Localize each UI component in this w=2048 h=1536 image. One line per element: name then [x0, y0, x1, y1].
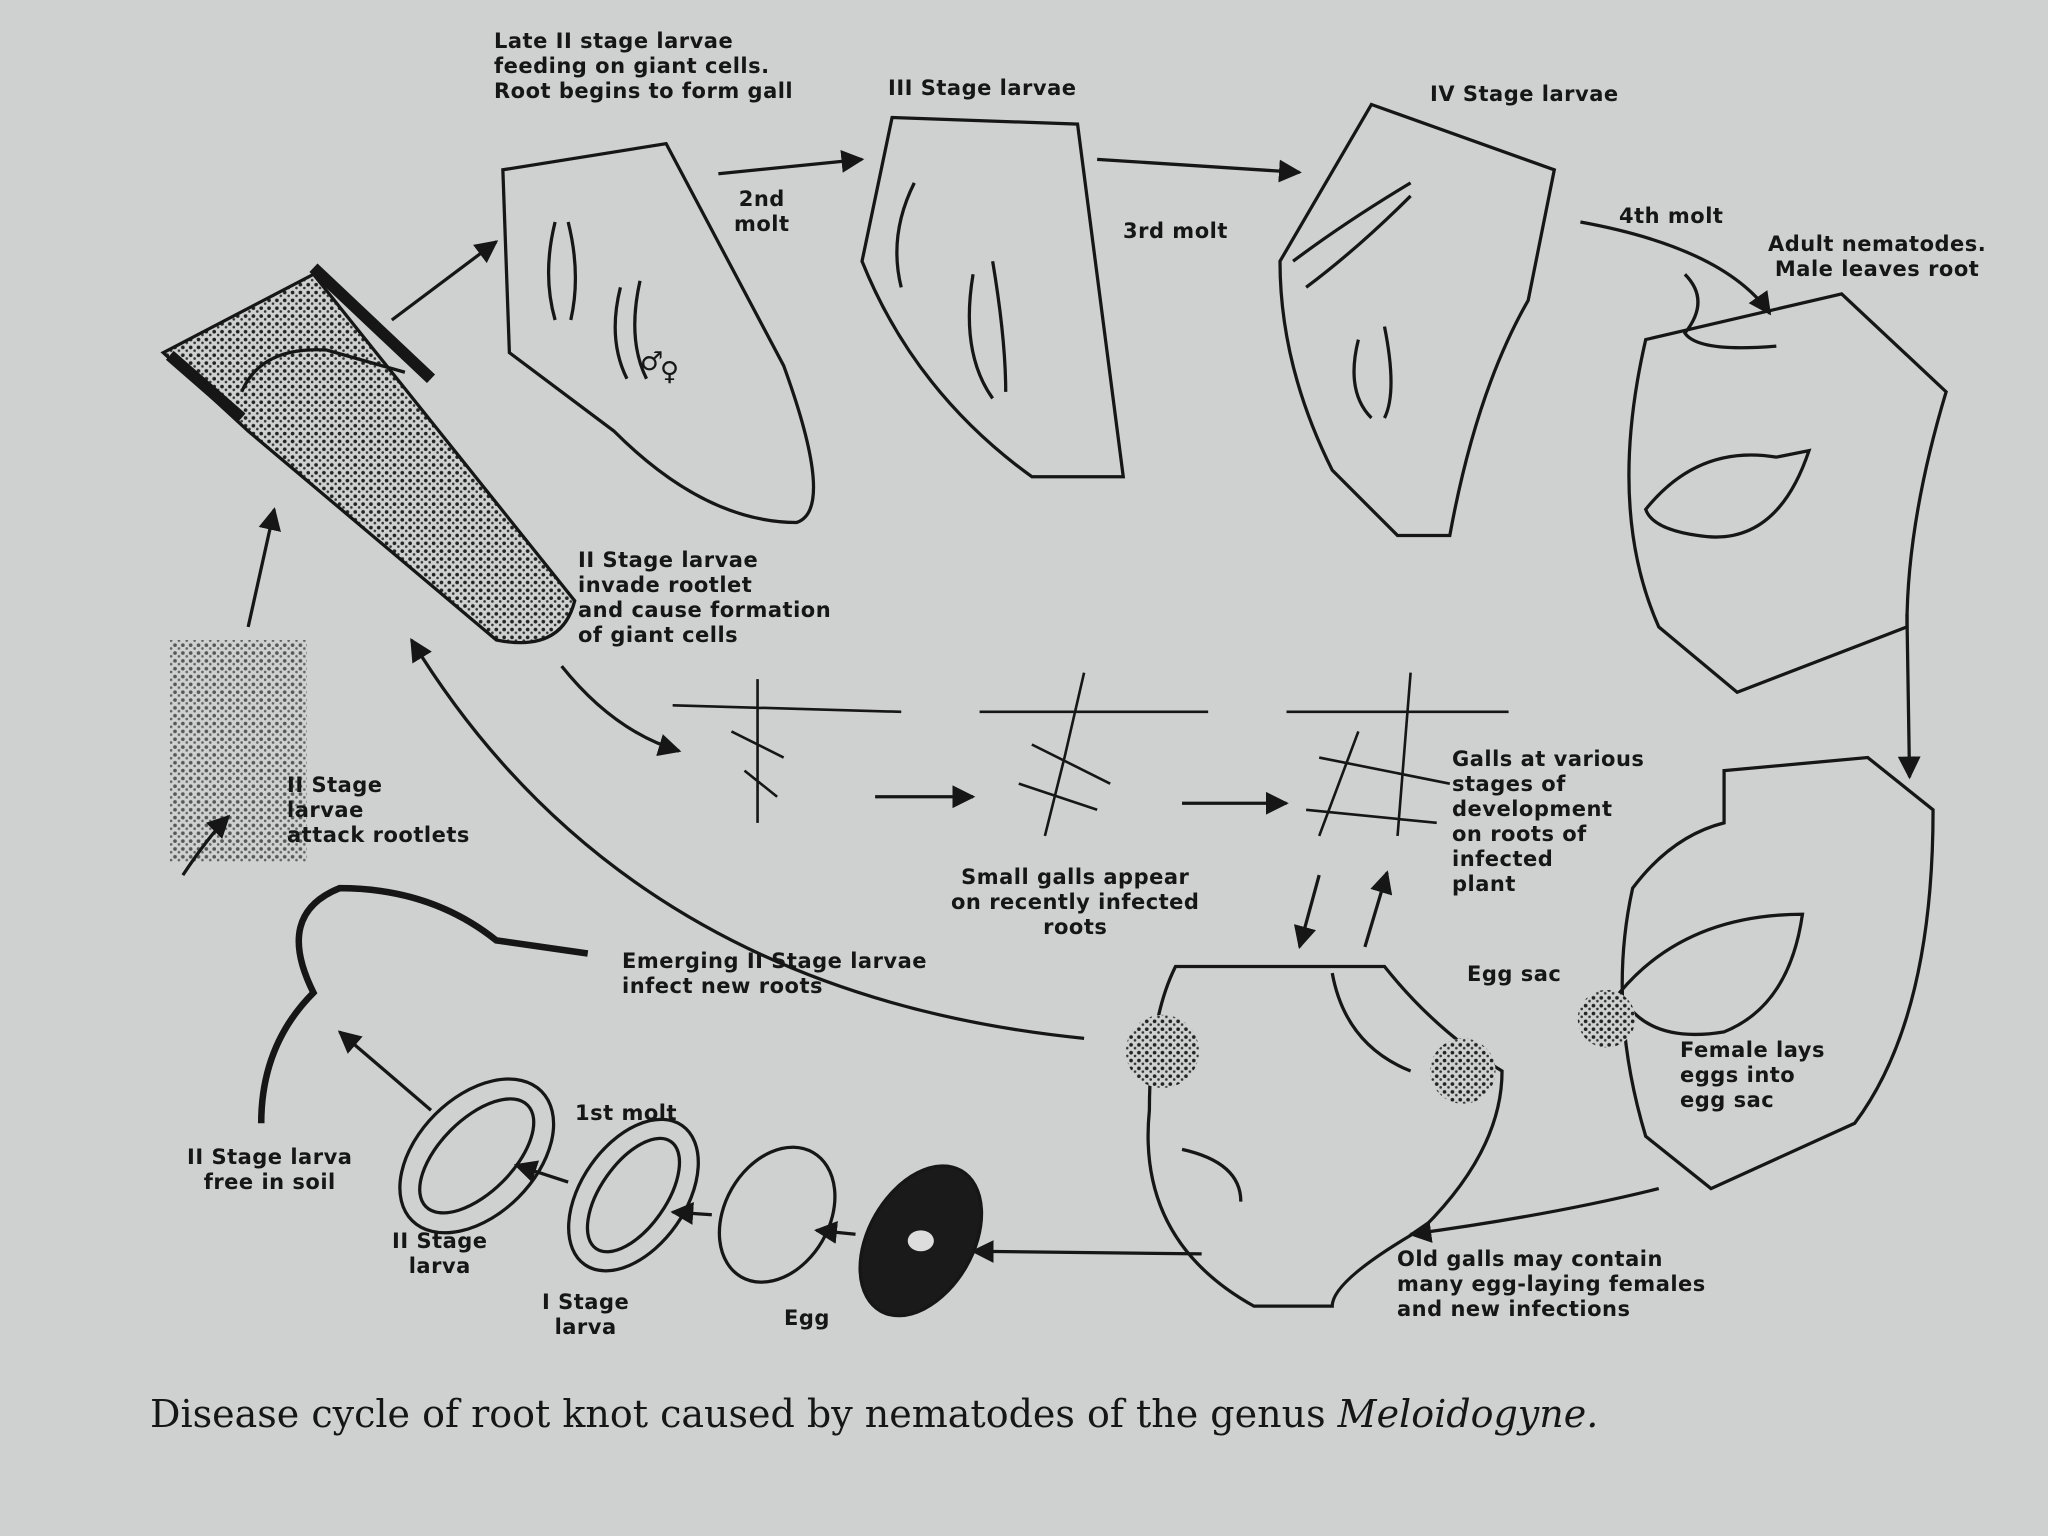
cycle-arrows [181, 150, 1921, 1263]
dividing-egg-drawing [717, 1145, 837, 1284]
label-attack: II Stage larvae attack rootlets [287, 773, 470, 847]
root-system-drawings [672, 672, 1509, 837]
stage4-gall [1278, 102, 1557, 538]
label-molt4: 4th molt [1619, 204, 1724, 228]
label-galls-various: Galls at various stages of development o… [1452, 747, 1645, 896]
label-molt1: 1st molt [575, 1101, 678, 1125]
caption-genus: Meloidogyne. [1337, 1392, 1599, 1436]
adult-gall [1627, 292, 1948, 695]
label-old-galls: Old galls may contain many egg-laying fe… [1397, 1247, 1706, 1321]
root-tip-drawing [160, 263, 577, 645]
label-egg-sac: Egg sac [1467, 962, 1562, 986]
female-symbol: ♀ [660, 357, 680, 387]
soil-rootlet-drawing [169, 640, 307, 863]
label-stage2-larva: II Stage larva [392, 1229, 488, 1278]
label-stage1-larva: I Stage larva [542, 1290, 630, 1339]
label-female-lays: Female lays eggs into egg sac [1680, 1038, 1825, 1112]
female-gall [1620, 755, 1935, 1191]
label-stage3: III Stage larvae [888, 76, 1077, 100]
stage2-larva-in-egg-drawing [398, 1077, 556, 1235]
label-invade: II Stage larvae invade rootlet and cause… [578, 548, 832, 647]
late-stage2-gall [501, 141, 816, 525]
caption-text: Disease cycle of root knot caused by nem… [150, 1392, 1338, 1436]
label-molt3: 3rd molt [1123, 219, 1228, 243]
label-small-galls: Small galls appear on recently infected … [951, 865, 1200, 939]
label-adult: Adult nematodes. Male leaves root [1768, 232, 1987, 281]
stage3-gall [860, 115, 1126, 479]
egg-sac [1577, 990, 1636, 1048]
stage1-larva-drawing [567, 1117, 700, 1273]
free-larva-drawing [257, 884, 589, 1124]
label-free-soil: II Stage larva free in soil [187, 1145, 353, 1194]
label-egg: Egg [784, 1306, 830, 1330]
figure-caption: Disease cycle of root knot caused by nem… [150, 1392, 1598, 1436]
label-emerging: Emerging II Stage larvae infect new root… [622, 949, 928, 998]
label-stage4: IV Stage larvae [1430, 82, 1619, 106]
label-molt2: 2nd molt [734, 187, 790, 236]
label-late-stage2: Late II stage larvae feeding on giant ce… [494, 29, 794, 103]
male-symbol: ♂ [640, 347, 664, 377]
